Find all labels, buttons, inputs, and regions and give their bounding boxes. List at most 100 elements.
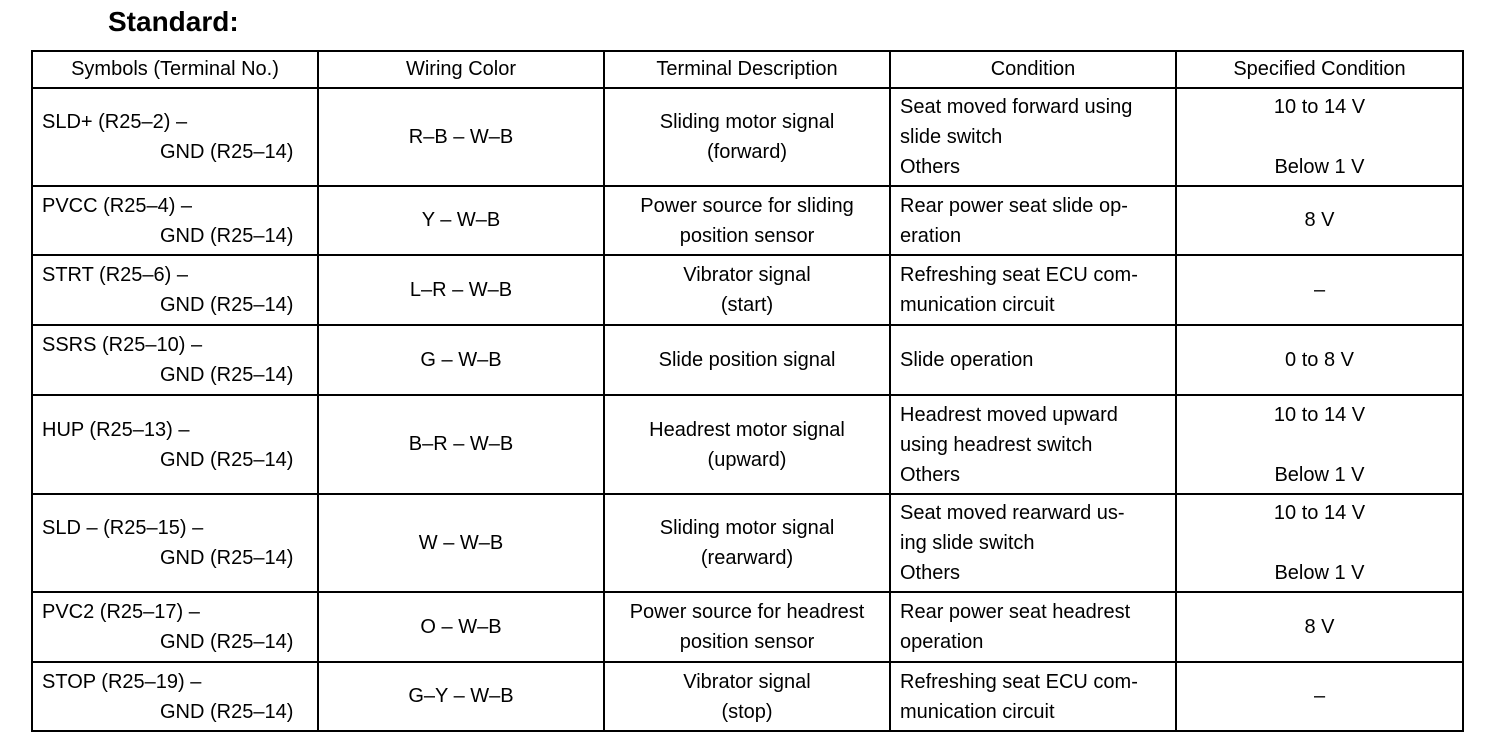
- wiring-color-cell: L–R – W–B: [317, 254, 605, 326]
- description-line: (upward): [707, 448, 787, 471]
- description-cell: Power source for headrest position senso…: [603, 591, 891, 663]
- description-cell: Vibrator signal (start): [603, 254, 891, 326]
- table-row: STOP (R25–19) – GND (R25–14) G–Y – W–B V…: [31, 661, 1464, 732]
- symbol-cell: SSRS (R25–10) – GND (R25–14): [31, 324, 319, 396]
- description-cell: Headrest motor signal (upward): [603, 394, 891, 495]
- symbol-ground: GND (R25–14): [160, 141, 294, 163]
- symbol-terminal: STRT (R25–6) –: [42, 264, 188, 286]
- terminal-spec-table: Symbols (Terminal No.) Wiring Color Term…: [31, 50, 1464, 732]
- condition-line: Refreshing seat ECU com-: [900, 670, 1138, 693]
- condition-cell: Rear power seat slide op- eration: [889, 185, 1177, 256]
- symbol-cell: STOP (R25–19) – GND (R25–14): [31, 661, 319, 732]
- column-header-symbols: Symbols (Terminal No.): [31, 50, 319, 89]
- specified-condition-cell: –: [1175, 254, 1464, 326]
- wiring-color-cell: W – W–B: [317, 493, 605, 593]
- specified-condition-cell: 0 to 8 V: [1175, 324, 1464, 396]
- symbol-ground: GND (R25–14): [160, 631, 294, 653]
- condition-cell: Headrest moved upward using headrest swi…: [889, 394, 1177, 495]
- specified-value: Below 1 V: [1274, 562, 1365, 584]
- table-row: STRT (R25–6) – GND (R25–14) L–R – W–B Vi…: [31, 254, 1464, 326]
- condition-line: munication circuit: [900, 700, 1055, 723]
- wiring-color-cell: O – W–B: [317, 591, 605, 663]
- description-cell: Slide position signal: [603, 324, 891, 396]
- condition-line: Others: [900, 562, 961, 584]
- symbol-ground: GND (R25–14): [160, 700, 294, 723]
- symbol-terminal: PVCC (R25–4) –: [42, 194, 193, 217]
- condition-cell: Slide operation: [889, 324, 1177, 396]
- symbol-terminal: PVC2 (R25–17) –: [42, 601, 200, 623]
- condition-line: Seat moved forward using: [900, 96, 1133, 118]
- table-row: SLD – (R25–15) – GND (R25–14) W – W–B Sl…: [31, 493, 1464, 593]
- description-cell: Power source for sliding position sensor: [603, 185, 891, 256]
- symbol-ground: GND (R25–14): [160, 448, 294, 471]
- section-heading: Standard:: [108, 6, 239, 37]
- symbol-terminal: SSRS (R25–10) –: [42, 334, 203, 356]
- symbol-ground: GND (R25–14): [160, 364, 294, 386]
- description-line: Sliding motor signal: [659, 517, 835, 539]
- specified-spacer: [1177, 528, 1462, 558]
- description-line: Power source for headrest: [629, 601, 865, 623]
- condition-cell: Refreshing seat ECU com- munication circ…: [889, 661, 1177, 732]
- symbol-ground: GND (R25–14): [160, 224, 294, 247]
- condition-line: eration: [900, 224, 962, 247]
- condition-cell: Refreshing seat ECU com- munication circ…: [889, 254, 1177, 326]
- specified-condition-cell: 10 to 14 V Below 1 V: [1175, 493, 1464, 593]
- table-row: SLD+ (R25–2) – GND (R25–14) R–B – W–B Sl…: [31, 87, 1464, 187]
- column-header-wiring-color: Wiring Color: [317, 50, 605, 89]
- symbol-ground: GND (R25–14): [160, 547, 294, 569]
- specified-value: Below 1 V: [1274, 463, 1365, 486]
- condition-line: Seat moved rearward us-: [900, 502, 1125, 524]
- specified-condition-cell: 10 to 14 V Below 1 V: [1175, 394, 1464, 495]
- condition-line: slide switch: [900, 126, 1003, 148]
- description-line: Sliding motor signal: [659, 111, 835, 133]
- condition-cell: Rear power seat headrest operation: [889, 591, 1177, 663]
- condition-line: Rear power seat slide op-: [900, 194, 1128, 217]
- condition-cell: Seat moved forward using slide switch Ot…: [889, 87, 1177, 187]
- description-line: Vibrator signal: [683, 670, 811, 693]
- symbol-terminal: SLD – (R25–15) –: [42, 517, 204, 539]
- description-line: Power source for sliding: [640, 194, 854, 217]
- condition-line: ing slide switch: [900, 532, 1035, 554]
- description-line: Headrest motor signal: [649, 418, 845, 441]
- specified-condition-cell: 8 V: [1175, 591, 1464, 663]
- description-line: position sensor: [679, 224, 815, 247]
- specified-value: 10 to 14 V: [1273, 502, 1366, 524]
- symbol-cell: SLD+ (R25–2) – GND (R25–14): [31, 87, 319, 187]
- specified-value: 10 to 14 V: [1273, 96, 1366, 118]
- specified-value: Below 1 V: [1274, 156, 1365, 178]
- table-row: PVCC (R25–4) – GND (R25–14) Y – W–B Powe…: [31, 185, 1464, 256]
- specified-spacer: [1177, 430, 1462, 460]
- symbol-terminal: SLD+ (R25–2) –: [42, 111, 188, 133]
- specified-condition-cell: –: [1175, 661, 1464, 732]
- condition-line: Others: [900, 463, 961, 486]
- table-row: PVC2 (R25–17) – GND (R25–14) O – W–B Pow…: [31, 591, 1464, 663]
- condition-line: Headrest moved upward: [900, 403, 1118, 426]
- wiring-color-cell: B–R – W–B: [317, 394, 605, 495]
- condition-line: using headrest switch: [900, 433, 1093, 456]
- specified-spacer: [1177, 122, 1462, 152]
- table-header-row: Symbols (Terminal No.) Wiring Color Term…: [31, 50, 1464, 89]
- description-line: (stop): [721, 700, 773, 723]
- description-line: (start): [720, 294, 774, 316]
- column-header-specified-condition: Specified Condition: [1175, 50, 1464, 89]
- description-cell: Sliding motor signal (rearward): [603, 493, 891, 593]
- description-cell: Vibrator signal (stop): [603, 661, 891, 732]
- description-line: (rearward): [700, 547, 794, 569]
- column-header-condition: Condition: [889, 50, 1177, 89]
- symbol-terminal: STOP (R25–19) –: [42, 670, 202, 693]
- description-cell: Sliding motor signal (forward): [603, 87, 891, 187]
- symbol-terminal: HUP (R25–13) –: [42, 418, 190, 441]
- symbol-ground: GND (R25–14): [160, 294, 294, 316]
- condition-line: Rear power seat headrest: [900, 601, 1131, 623]
- specified-condition-cell: 8 V: [1175, 185, 1464, 256]
- column-header-terminal-description: Terminal Description: [603, 50, 891, 89]
- symbol-cell: PVCC (R25–4) – GND (R25–14): [31, 185, 319, 256]
- wiring-color-cell: G – W–B: [317, 324, 605, 396]
- condition-line: Others: [900, 156, 961, 178]
- wiring-color-cell: R–B – W–B: [317, 87, 605, 187]
- table-row: HUP (R25–13) – GND (R25–14) B–R – W–B He…: [31, 394, 1464, 495]
- specified-condition-cell: 10 to 14 V Below 1 V: [1175, 87, 1464, 187]
- specified-value: 10 to 14 V: [1273, 403, 1366, 426]
- symbol-cell: HUP (R25–13) – GND (R25–14): [31, 394, 319, 495]
- condition-line: operation: [900, 631, 984, 653]
